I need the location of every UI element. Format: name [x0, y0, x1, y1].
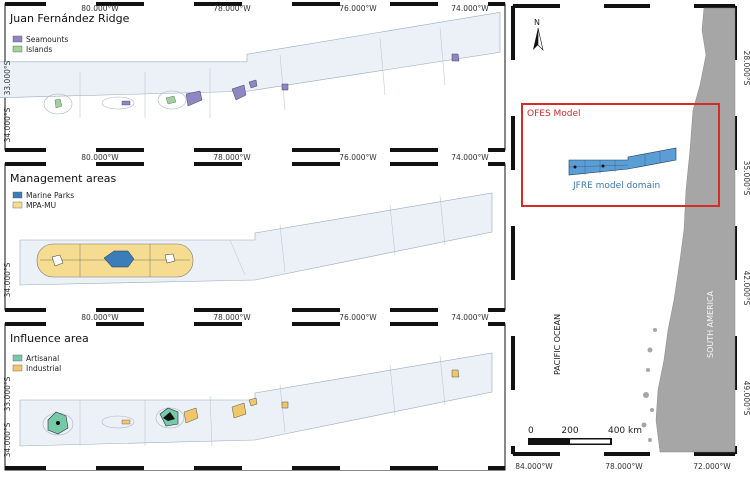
map-lon-labels: 84.000°W 78.000°W 72.000°W [515, 462, 731, 471]
island-contour [43, 93, 73, 115]
legend-label-industrial: Industrial [26, 364, 61, 373]
lon-label: 74.000°W [451, 153, 489, 162]
lon-label: 80.000°W [81, 313, 119, 322]
south-america-land [655, 7, 736, 453]
island-marker [163, 412, 175, 421]
panel-seamounts: Juan Fernández Ridge Seamounts Islands 3… [0, 2, 506, 152]
overview-map: OFES Model JFRE model domain N PACIFIC O… [511, 4, 750, 456]
seamount-1 [121, 100, 131, 106]
lon-label: 78.000°W [213, 4, 251, 13]
jfre-label: JFRE model domain [572, 181, 660, 191]
lon-label: 74.000°W [451, 4, 489, 13]
panel-title: Juan Fernández Ridge [9, 12, 130, 25]
grid-lines [79, 27, 446, 118]
lon-label: 78.000°W [213, 313, 251, 322]
north-arrow-icon: N [533, 18, 544, 51]
chile-archipelago [641, 328, 657, 442]
north-label: N [534, 18, 540, 27]
panel-frame-ticks [5, 322, 505, 470]
legend-label-seamounts: Seamounts [26, 35, 68, 44]
ofes-label: OFES Model [527, 109, 581, 119]
seamount-5 [281, 83, 289, 91]
legend-swatch-industrial [12, 364, 23, 372]
lon-label: 80.000°W [81, 4, 119, 13]
industrial-area-4 [248, 397, 258, 407]
legend-label-mpa-mu: MPA-MU [26, 201, 56, 210]
ofes-model-box [521, 103, 720, 207]
legend-label-marine-parks: Marine Parks [26, 191, 74, 200]
lat-label: 34.000°S [3, 422, 12, 457]
panel-title: Influence area [10, 332, 89, 345]
map-lon-label: 72.000°W [693, 462, 731, 471]
grid-lines [229, 195, 446, 276]
island-alejandro-selkirk [165, 95, 177, 105]
map-lon-label: 78.000°W [605, 462, 643, 471]
island-marker [56, 421, 60, 425]
lon-label: 80.000°W [81, 153, 119, 162]
map-lat-label: 42.000°S [742, 271, 750, 306]
panel-influence: Influence area Artisanal Industrial 33.0… [3, 322, 506, 471]
scale-label: 200 [561, 426, 578, 436]
island-outline [51, 254, 64, 267]
legend-swatch-seamounts [12, 35, 23, 43]
panel-frame-ticks [5, 2, 505, 152]
industrial-area-2 [183, 407, 199, 424]
lon-label: 78.000°W [213, 153, 251, 162]
map-lat-label: 35.000°S [742, 161, 750, 196]
island-robinson-crusoe [54, 98, 63, 109]
map-lon-label: 84.000°W [515, 462, 553, 471]
seamount-4 [248, 79, 258, 89]
scale-label: 0 [528, 426, 534, 436]
island-dot [573, 165, 577, 169]
panel-frame-ticks [5, 162, 505, 312]
island-dot [601, 164, 605, 168]
lon-label: 76.000°W [339, 4, 377, 13]
legend-swatch-mpa-mu [12, 201, 23, 209]
seamount-contour [101, 96, 135, 110]
seamount-2 [185, 90, 203, 107]
lat-label: 33.000°S [3, 376, 12, 411]
industrial-area-5 [281, 401, 289, 409]
grid-lines [79, 355, 446, 447]
seamount-6 [451, 53, 460, 62]
legend-swatch-marine-parks [12, 191, 23, 199]
seamount-3 [231, 84, 247, 101]
lat-label: 33.000°S [3, 60, 12, 95]
legend-label-islands: Islands [26, 45, 52, 54]
panel-management: Management areas Marine Parks MPA-MU 34.… [3, 162, 506, 312]
jfre-domain [568, 147, 677, 176]
island-outline [164, 253, 176, 264]
lat-label: 34.000°S [3, 107, 12, 142]
industrial-area-1 [121, 419, 131, 425]
lon-label: 76.000°W [339, 313, 377, 322]
industrial-area-3 [231, 402, 247, 419]
lat-label: 34.000°S [3, 262, 12, 297]
mid-lon-labels-2: 80.000°W 78.000°W 76.000°W 74.000°W [81, 313, 489, 322]
mid-lon-labels-1: 80.000°W 78.000°W 76.000°W 74.000°W [81, 153, 489, 162]
top-lon-labels: 80.000°W 78.000°W 76.000°W 74.000°W [81, 4, 489, 13]
legend-swatch-artisanal [12, 354, 23, 362]
marine-park [103, 250, 135, 268]
map-lat-label: 49.000°S [742, 381, 750, 416]
model-domain [0, 12, 501, 98]
lon-label: 76.000°W [339, 153, 377, 162]
map-lat-label: 28.000°S [742, 51, 750, 86]
lon-label: 74.000°W [451, 313, 489, 322]
legend-swatch-islands [12, 45, 23, 53]
scale-bar: 0 200 400 km [528, 426, 642, 445]
continent-label: SOUTH AMERICA [706, 290, 715, 358]
island-contour-2 [157, 90, 187, 110]
panel-title: Management areas [10, 172, 116, 185]
scale-label: 400 km [608, 426, 642, 436]
ocean-label: PACIFIC OCEAN [553, 314, 562, 375]
jfre-grid [568, 151, 661, 175]
industrial-area-6 [451, 369, 460, 378]
legend-label-artisanal: Artisanal [26, 354, 59, 363]
contour [101, 415, 135, 429]
contour [155, 407, 185, 429]
